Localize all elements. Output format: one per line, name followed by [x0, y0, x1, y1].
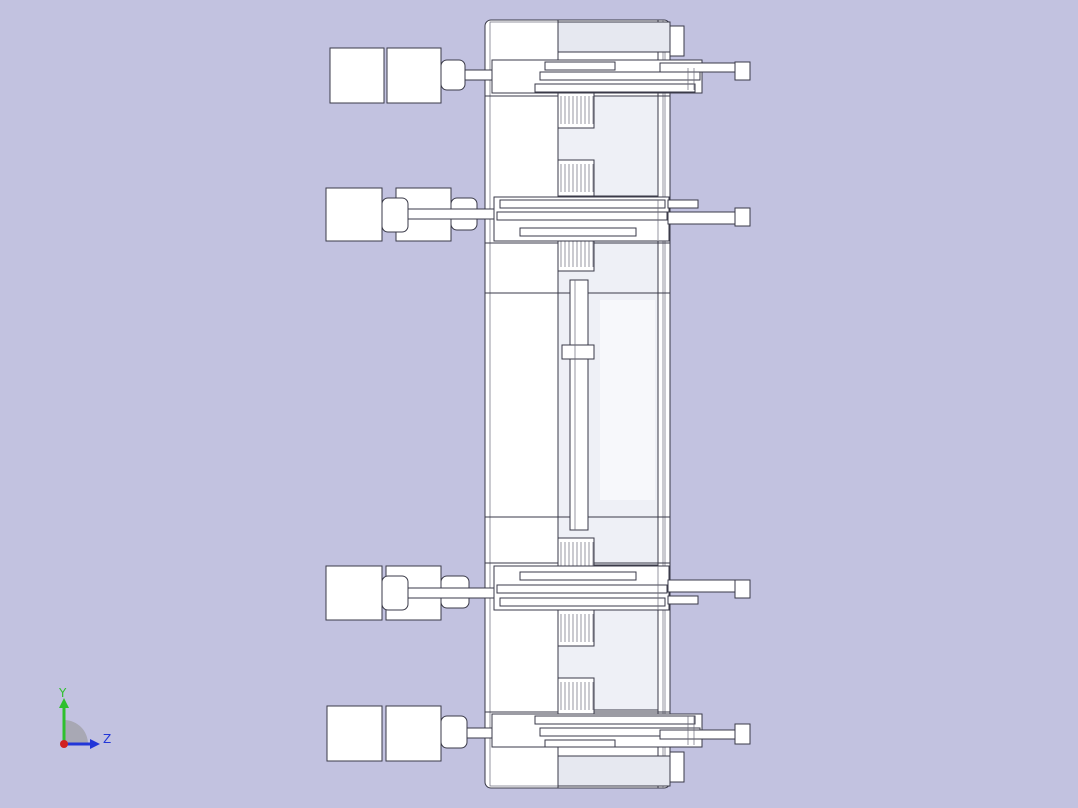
motor-assembly-3[interactable]: [325, 565, 751, 621]
triad-arc: [64, 720, 88, 744]
triad-y-arrow: [59, 698, 69, 708]
triad-y-label: Y: [58, 686, 67, 700]
motor-assembly-1[interactable]: [329, 47, 751, 104]
triad-z-arrow: [90, 739, 100, 749]
motor-assembly-2[interactable]: [325, 187, 751, 242]
triad-z-label: Z: [103, 732, 111, 746]
orientation-triad: Y Z: [58, 686, 111, 749]
main-frame: [484, 19, 685, 789]
triad-origin: [60, 740, 68, 748]
motor-assembly-4[interactable]: [326, 705, 751, 762]
